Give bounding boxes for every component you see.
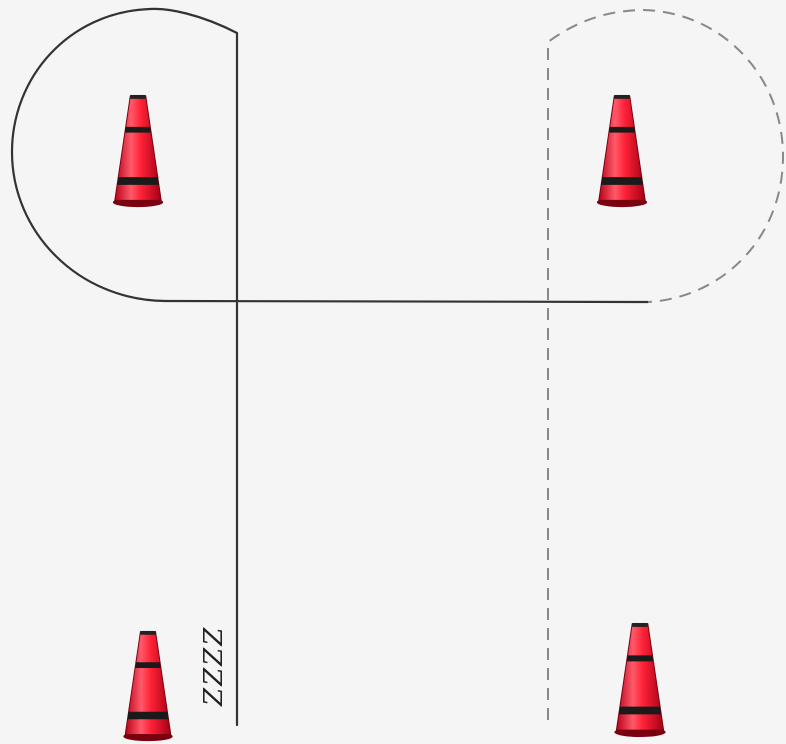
traffic-cone-icon: [123, 631, 172, 741]
traffic-cone-icon: [597, 95, 647, 207]
traffic-cone-icon: [113, 95, 163, 207]
solid-course-path: [12, 9, 648, 725]
dashed-course-path: [548, 10, 783, 720]
zigzag-label: ZZZZ: [199, 626, 229, 707]
traffic-cone-icon: [614, 623, 665, 737]
